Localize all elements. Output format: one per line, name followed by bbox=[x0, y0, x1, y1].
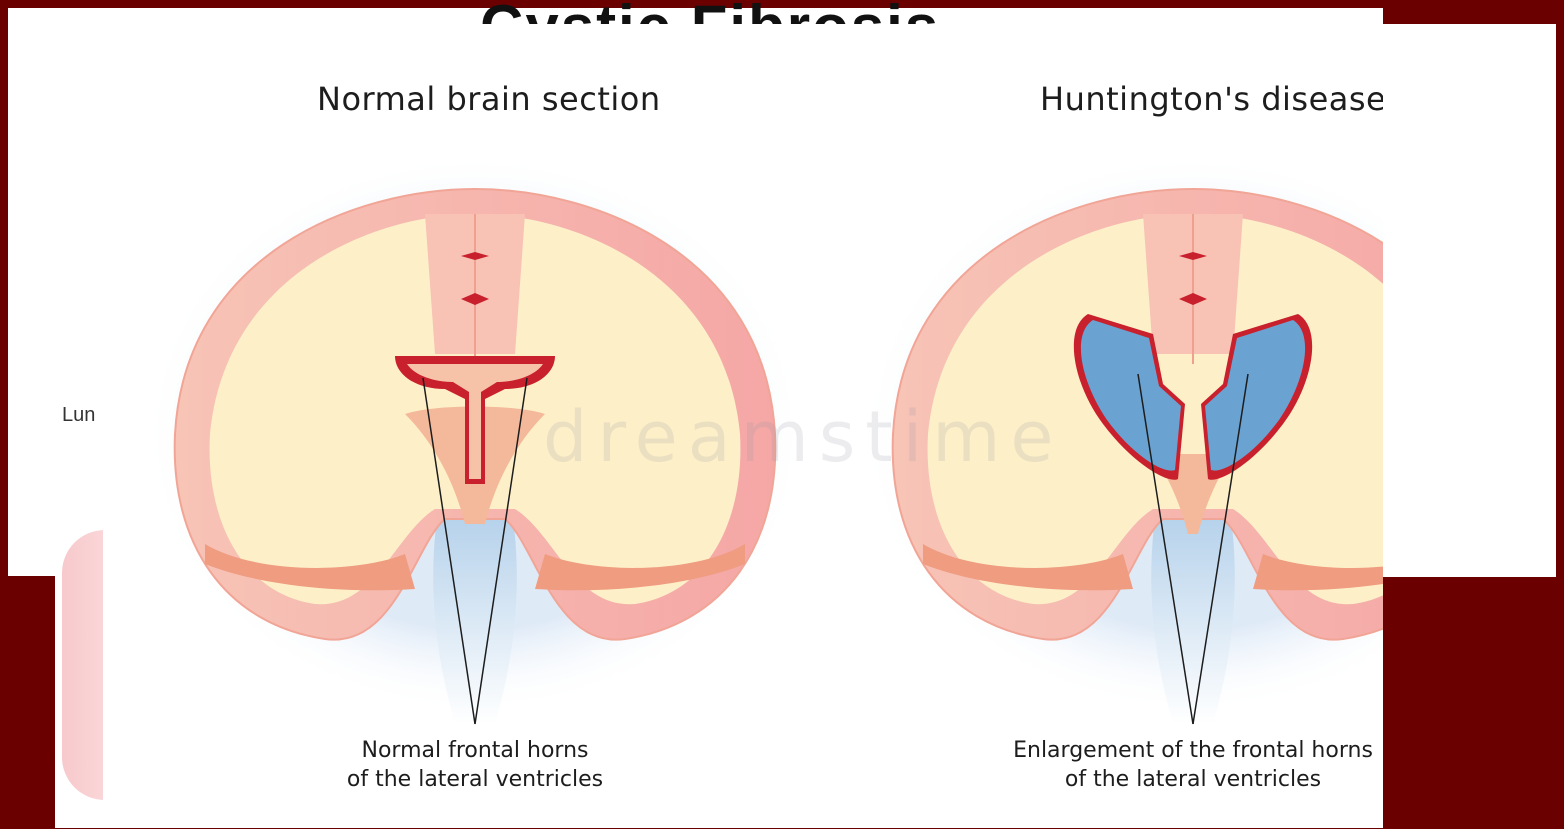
left-caption-line2: of the lateral ventricles bbox=[265, 765, 685, 794]
right-panel-caption: Enlargement of the frontal horns of the … bbox=[983, 736, 1383, 794]
background-side-label: Lun bbox=[62, 404, 95, 427]
brain-comparison-illustration: dreamstime Normal brain section Huntingt… bbox=[103, 24, 1383, 828]
right-panel-title: Huntington's disease bbox=[1040, 80, 1383, 118]
left-panel-caption: Normal frontal horns of the lateral vent… bbox=[265, 736, 685, 794]
left-panel-title: Normal brain section bbox=[317, 80, 661, 118]
watermark: dreamstime bbox=[543, 396, 1063, 478]
right-caption-line1: Enlargement of the frontal horns bbox=[983, 736, 1383, 765]
background-slide-panel-right bbox=[1383, 24, 1556, 577]
left-caption-line1: Normal frontal horns bbox=[265, 736, 685, 765]
right-caption-line2: of the lateral ventricles bbox=[983, 765, 1383, 794]
